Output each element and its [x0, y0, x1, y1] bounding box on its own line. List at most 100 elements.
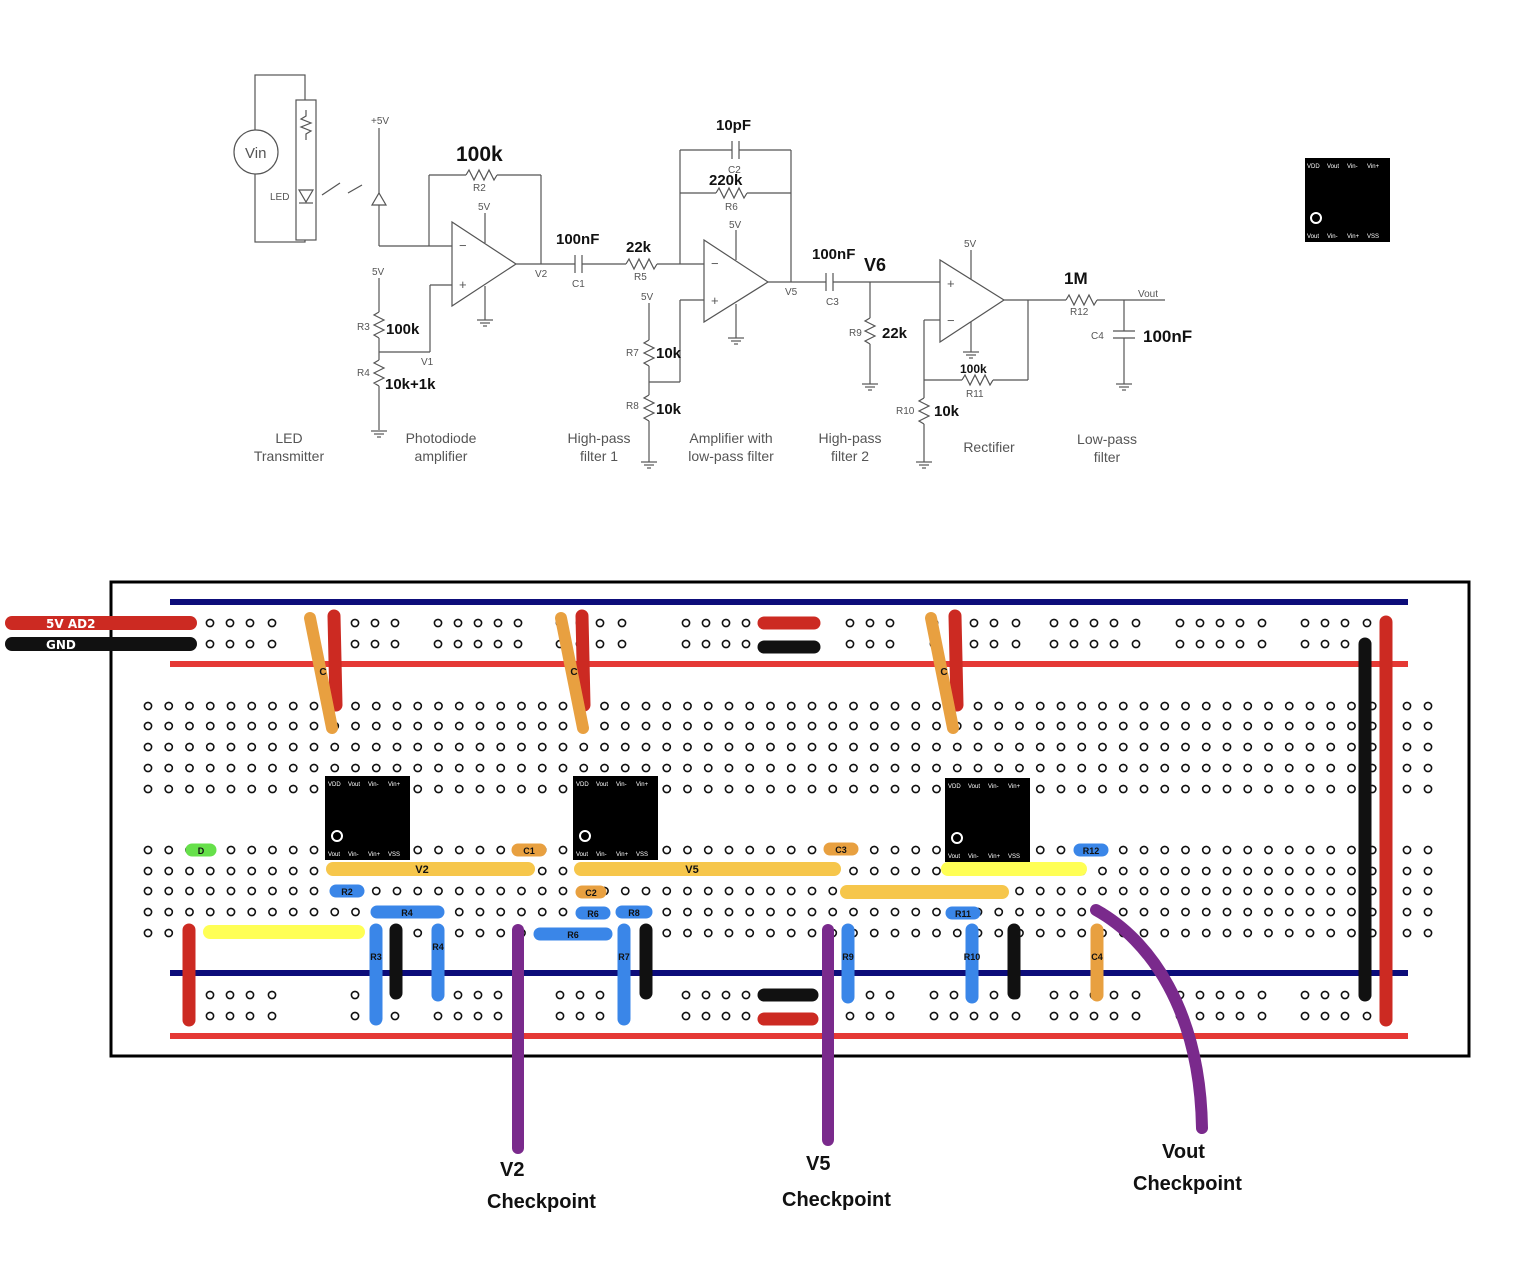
breadboard-hole	[309, 742, 319, 752]
breadboard-hole	[766, 763, 775, 773]
breadboard-hole	[932, 928, 941, 938]
breadboard-hole	[268, 886, 277, 896]
breadboard-hole	[1284, 886, 1294, 896]
bus-labels: V2 V5	[415, 864, 698, 876]
jumper-red-3	[948, 609, 964, 712]
breadboard-hole	[1235, 990, 1245, 1000]
breadboard-hole	[1201, 701, 1211, 711]
breadboard-hole	[845, 618, 855, 628]
breadboard-hole	[330, 763, 340, 773]
breadboard-hole	[517, 907, 526, 917]
breadboard-hole	[869, 701, 879, 711]
breadboard-hole	[309, 784, 319, 794]
breadboard-hole	[226, 742, 236, 752]
breadboard-hole	[247, 784, 257, 794]
breadboard-hole	[683, 763, 692, 773]
chip-pin1-marker	[1310, 212, 1322, 224]
c3-label: C3	[826, 297, 839, 308]
breadboard-hole	[911, 928, 921, 938]
breadboard-hole	[890, 845, 900, 855]
breadboard-hole	[205, 701, 215, 711]
breadboard-hole	[683, 886, 692, 896]
breadboard-hole	[911, 763, 921, 773]
breadboard-hole	[1181, 721, 1190, 731]
breadboard-hole	[885, 618, 895, 628]
breadboard-hole	[620, 886, 630, 896]
breadboard-hole	[1109, 639, 1119, 649]
breadboard-hole	[1139, 763, 1149, 773]
breadboard-hole	[1257, 990, 1267, 1000]
breadboard-hole	[662, 907, 672, 917]
breadboard-hole	[1069, 618, 1079, 628]
caption-hp1-2: filter 1	[580, 448, 618, 464]
breadboard-hole	[1181, 784, 1190, 794]
breadboard-hole	[641, 763, 651, 773]
breadboard-hole	[143, 845, 153, 855]
breadboard-hole	[496, 742, 506, 752]
c4-label: C4	[1091, 331, 1104, 342]
breadboard-hole	[849, 763, 858, 773]
breadboard-hole	[869, 784, 879, 794]
breadboard-hole	[1069, 990, 1079, 1000]
breadboard-hole	[1139, 886, 1149, 896]
breadboard-hole	[745, 763, 755, 773]
breadboard-hole	[390, 618, 400, 628]
breadboard-hole	[701, 639, 711, 649]
breadboard-hole	[1305, 701, 1315, 711]
breadboard-hole	[890, 763, 900, 773]
breadboard-hole	[1035, 763, 1045, 773]
breadboard-hole	[1098, 742, 1107, 752]
breadboard-hole	[1139, 845, 1149, 855]
probe-vout[interactable]	[1090, 904, 1208, 1134]
breadboard-hole	[766, 928, 775, 938]
v1-label: V1	[421, 357, 434, 368]
pin-top-3: Vin-	[1347, 164, 1358, 170]
r7-top-5v-label: 5V	[641, 292, 654, 303]
breadboard-hole	[454, 886, 464, 896]
breadboard-hole	[351, 907, 360, 917]
breadboard-hole	[828, 742, 838, 752]
breadboard-hole	[371, 742, 381, 752]
breadboard-hole	[351, 742, 360, 752]
breadboard-hole	[1215, 639, 1225, 649]
breadboard-hole	[1300, 990, 1310, 1000]
r7-zigzag	[642, 339, 656, 367]
breadboard-hole	[555, 1011, 565, 1021]
breadboard-hole	[890, 721, 900, 731]
opamp-chip-2	[573, 776, 658, 860]
breadboard-hole	[766, 721, 775, 731]
breadboard-hole	[370, 639, 380, 649]
breadboard-hole	[807, 763, 817, 773]
breadboard-hole	[1215, 990, 1225, 1000]
breadboard-hole	[288, 886, 298, 896]
breadboard-hole	[205, 1011, 215, 1021]
breadboard-hole	[1215, 1011, 1225, 1021]
breadboard-hole	[1347, 701, 1356, 711]
label-c4: C4	[1091, 952, 1103, 962]
breadboard-hole	[807, 742, 817, 752]
breadboard-hole	[595, 990, 605, 1000]
chip-pin-label: Vin-	[988, 784, 999, 790]
breadboard-hole	[413, 701, 423, 711]
breadboard-hole	[1326, 866, 1336, 876]
breadboard-hole	[1347, 907, 1356, 917]
breadboard-hole	[1035, 886, 1045, 896]
breadboard-hole	[185, 907, 194, 917]
breadboard-hole	[1181, 742, 1190, 752]
breadboard-hole	[434, 763, 443, 773]
breadboard-hole	[558, 845, 568, 855]
breadboard-hole	[662, 721, 672, 731]
breadboard-hole	[1284, 763, 1294, 773]
breadboard-hole	[1201, 763, 1211, 773]
breadboard-hole	[1215, 618, 1225, 628]
chip-pin-label: VSS	[1008, 854, 1020, 860]
breadboard-hole	[1326, 701, 1336, 711]
caption-pd-1: Photodiode	[406, 430, 477, 446]
breadboard-hole	[1201, 866, 1211, 876]
breadboard-hole	[1243, 907, 1253, 917]
breadboard-hole	[205, 907, 215, 917]
decoupling-cap-2	[555, 612, 589, 734]
breadboard-hole	[807, 701, 817, 711]
caption-pd-2: amplifier	[415, 448, 468, 464]
